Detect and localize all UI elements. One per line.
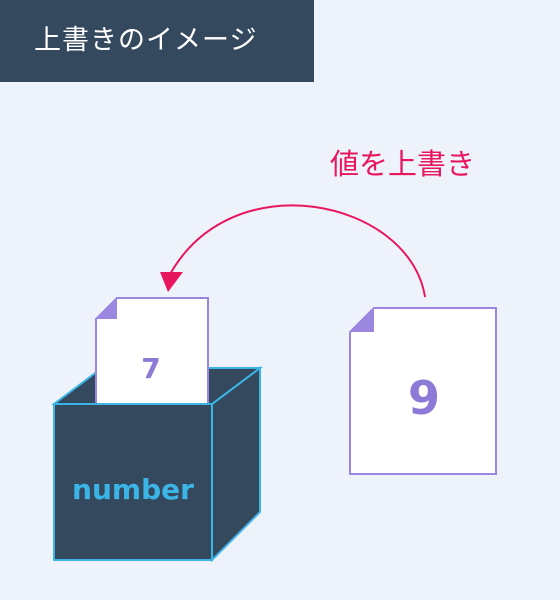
current-value-paper: 7 — [95, 297, 209, 405]
current-paper-fold — [96, 298, 117, 319]
title-banner: 上書きのイメージ — [0, 0, 314, 82]
current-value-text: 7 — [141, 352, 160, 385]
new-value-text: 9 — [408, 371, 440, 425]
overwrite-arrow — [167, 204, 426, 298]
variable-name-label: number — [72, 473, 194, 506]
page-title: 上書きのイメージ — [34, 25, 258, 56]
new-value-paper: 9 — [349, 307, 497, 475]
variable-box-front: number — [53, 403, 213, 561]
new-paper-fold — [350, 308, 374, 332]
overwrite-label: 値を上書き — [330, 147, 475, 181]
overwrite-arrowhead — [160, 272, 183, 292]
box-front-face — [53, 403, 213, 561]
